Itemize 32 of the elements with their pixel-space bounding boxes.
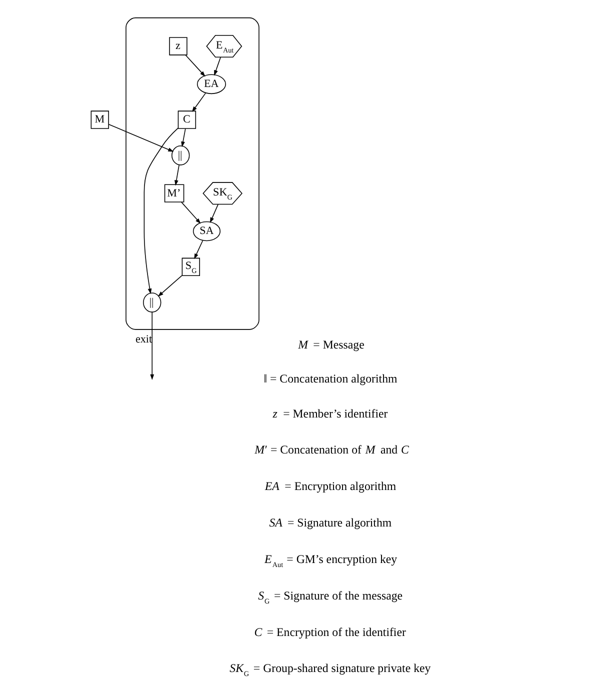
arrow xyxy=(108,124,174,152)
cluster xyxy=(126,17,260,330)
arrow xyxy=(181,202,201,224)
node-circle: || xyxy=(172,146,190,166)
label: ‖ = Concatenation algorithm xyxy=(264,371,398,386)
label: SA = Signature algorithm xyxy=(269,516,392,530)
node-box: S$_{G}$ xyxy=(182,258,200,276)
label: SK$_{G}$ = Group-shared signature private key xyxy=(230,661,431,678)
arrow xyxy=(185,54,206,77)
label: S$_{G}$ = Signature of the message xyxy=(258,588,403,606)
arrow xyxy=(192,92,206,112)
arrow xyxy=(158,275,182,297)
node-box: z xyxy=(169,37,188,56)
arrow xyxy=(210,204,218,224)
label: M′ = Concatenation of M and C xyxy=(254,442,409,457)
arrow xyxy=(144,128,178,294)
label: EA = Encryption algorithm xyxy=(264,479,396,494)
arrow xyxy=(174,164,180,186)
label: z = Member’s identifier xyxy=(272,406,388,420)
node-box: M xyxy=(90,110,109,129)
arrow xyxy=(181,128,186,148)
label: C = Encryption of the identifier xyxy=(254,624,406,639)
node-ellipse: EA xyxy=(196,74,226,94)
node-box: M’ xyxy=(164,184,184,202)
label: E$_{Aut}$ = GM’s encryption key xyxy=(264,552,398,569)
node-ellipse: SA xyxy=(192,221,221,242)
label: M = Message xyxy=(298,337,364,352)
arrow xyxy=(214,56,221,76)
arrow xyxy=(194,240,204,260)
node-box: C xyxy=(178,110,196,129)
arrow xyxy=(150,312,154,380)
node-circle: || xyxy=(143,292,162,312)
